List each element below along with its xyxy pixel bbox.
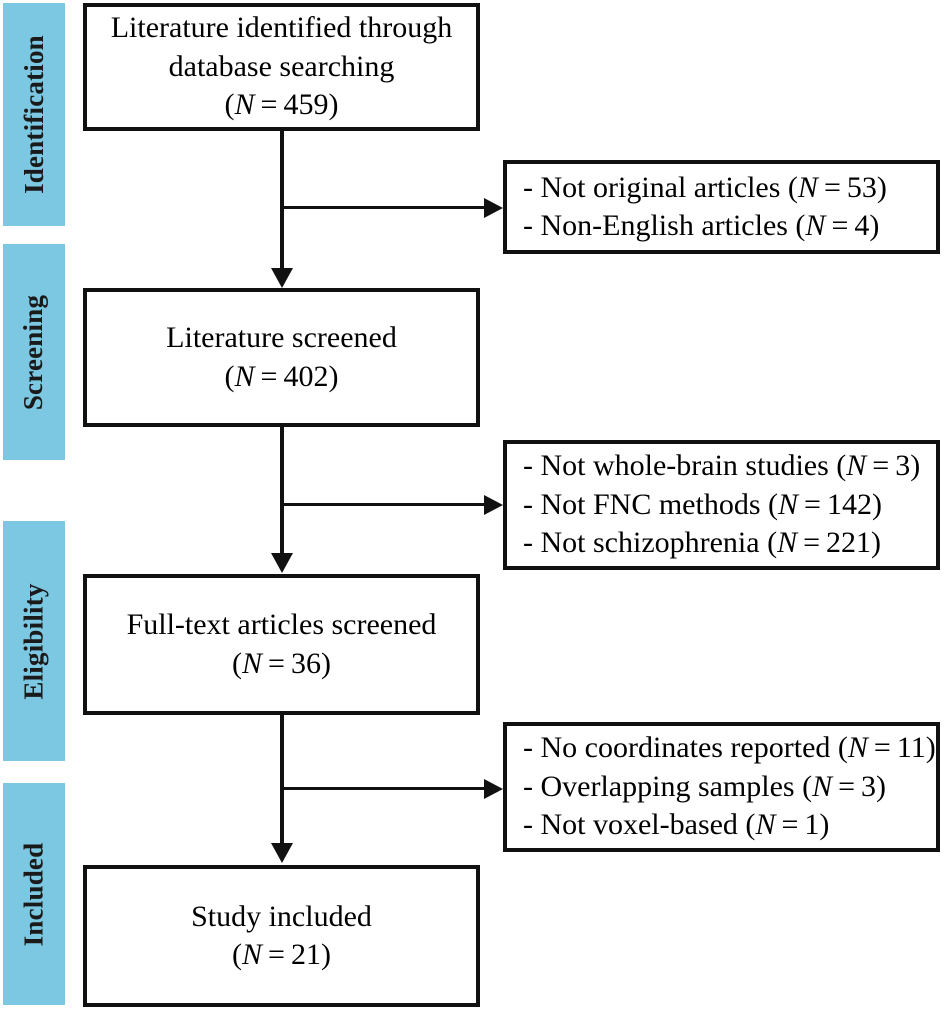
screening-count-value: 402 bbox=[283, 359, 329, 393]
identification-box-line-1: Literature identified through bbox=[110, 11, 453, 45]
eligibility-box: Full-text articles screened (N = 36) bbox=[83, 574, 480, 715]
identification-box: Literature identified through database s… bbox=[83, 3, 480, 131]
identification-exclusions-box: - Not original articles (N = 53) - Non-E… bbox=[503, 160, 940, 254]
exclusion-item: - Not voxel-based (N = 1) bbox=[523, 808, 830, 842]
included-box-count: (N = 21) bbox=[232, 938, 331, 971]
identification-count-value: 459 bbox=[283, 88, 329, 122]
stage-label-eligibility: Eligibility bbox=[18, 582, 49, 700]
stage-bar-screening: Screening bbox=[3, 244, 65, 460]
exclusion-item: - Not original articles (N = 53) bbox=[523, 170, 887, 204]
arrowhead-down-screening bbox=[271, 268, 293, 288]
arrowhead-right-identification-exclusions bbox=[484, 198, 503, 218]
identification-box-line-2: database searching bbox=[168, 49, 395, 83]
stage-bar-included: Included bbox=[3, 783, 65, 1005]
included-box-line-1: Study included bbox=[191, 899, 372, 933]
identification-count-symbol: N bbox=[234, 88, 255, 122]
screening-box: Literature screened (N = 402) bbox=[83, 288, 480, 427]
eligibility-count-value: 36 bbox=[290, 646, 321, 680]
identification-box-count: (N = 459) bbox=[224, 88, 339, 122]
arrowhead-down-included bbox=[271, 843, 293, 863]
exclusion-item: - Not schizophrenia (N = 221) bbox=[523, 526, 882, 560]
connector-eligibility-to-exclusions bbox=[282, 787, 484, 790]
stage-bar-identification: Identification bbox=[3, 3, 65, 226]
arrowhead-right-eligibility-exclusions bbox=[484, 779, 503, 799]
screening-count-symbol: N bbox=[234, 359, 255, 393]
included-count-value: 21 bbox=[290, 938, 321, 971]
stage-label-identification: Identification bbox=[18, 35, 49, 194]
arrowhead-down-eligibility bbox=[271, 553, 293, 573]
arrowhead-right-screening-exclusions bbox=[484, 495, 503, 515]
eligibility-count-symbol: N bbox=[242, 646, 263, 680]
exclusion-item: - No coordinates reported (N = 11) bbox=[523, 731, 936, 765]
exclusion-item: - Not FNC methods (N = 142) bbox=[523, 487, 882, 521]
connector-identification-to-exclusions bbox=[282, 206, 484, 209]
eligibility-exclusions-box: - No coordinates reported (N = 11) - Ove… bbox=[503, 722, 940, 852]
eligibility-box-count: (N = 36) bbox=[232, 646, 331, 680]
connector-screening-to-eligibility bbox=[280, 427, 284, 555]
stage-label-included: Included bbox=[18, 842, 49, 946]
exclusion-item: - Non-English articles (N = 4) bbox=[523, 209, 880, 242]
screening-exclusions-box: - Not whole-brain studies (N = 3) - Not … bbox=[503, 440, 940, 570]
stage-label-screening: Screening bbox=[18, 294, 49, 410]
connector-screening-to-exclusions bbox=[282, 503, 484, 506]
eligibility-box-line-1: Full-text articles screened bbox=[126, 608, 437, 642]
connector-identification-to-screening bbox=[280, 131, 284, 270]
included-box: Study included (N = 21) bbox=[83, 865, 480, 1007]
stage-bar-eligibility: Eligibility bbox=[3, 521, 65, 761]
included-count-symbol: N bbox=[242, 938, 263, 971]
exclusion-item: - Not whole-brain studies (N = 3) bbox=[523, 449, 921, 483]
connector-eligibility-to-included bbox=[280, 715, 284, 845]
exclusion-item: - Overlapping samples (N = 3) bbox=[523, 769, 887, 803]
screening-box-count: (N = 402) bbox=[224, 359, 339, 393]
screening-box-line-1: Literature screened bbox=[166, 321, 397, 355]
